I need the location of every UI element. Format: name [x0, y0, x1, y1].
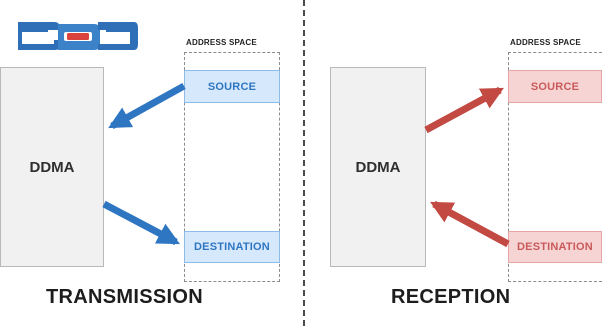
destination-bar-transmission: DESTINATION — [184, 231, 280, 263]
destination-bar-reception: DESTINATION — [508, 231, 602, 263]
logo-right-link — [98, 22, 138, 50]
ddma-block-reception: DDMA — [330, 67, 426, 267]
section-divider — [303, 0, 305, 326]
address-space-label: ADDRESS SPACE — [186, 38, 257, 47]
logo-left-link — [18, 22, 60, 50]
arrow-destination-to-ddma — [430, 200, 510, 248]
address-space-box-transmission — [184, 52, 280, 282]
chain-link-logo-icon — [18, 22, 138, 50]
ddma-label: DDMA — [29, 158, 75, 176]
arrow-source-to-ddma — [108, 82, 186, 130]
ddma-block-transmission: DDMA — [0, 67, 104, 267]
source-bar-reception: SOURCE — [508, 70, 602, 103]
arrow-ddma-to-source — [424, 86, 504, 134]
source-label: SOURCE — [530, 80, 580, 93]
ddma-label: DDMA — [355, 158, 401, 176]
section-title-reception: RECEPTION — [391, 286, 511, 308]
arrow-ddma-to-destination — [102, 200, 180, 246]
destination-label: DESTINATION — [194, 241, 270, 253]
address-space-box-reception — [508, 52, 602, 282]
section-title-transmission: TRANSMISSION — [46, 286, 203, 308]
source-bar-transmission: SOURCE — [184, 70, 280, 103]
address-space-label: ADDRESS SPACE — [510, 38, 581, 47]
logo-red-tag — [67, 33, 89, 40]
destination-label: DESTINATION — [517, 241, 593, 253]
source-label: SOURCE — [207, 80, 257, 93]
